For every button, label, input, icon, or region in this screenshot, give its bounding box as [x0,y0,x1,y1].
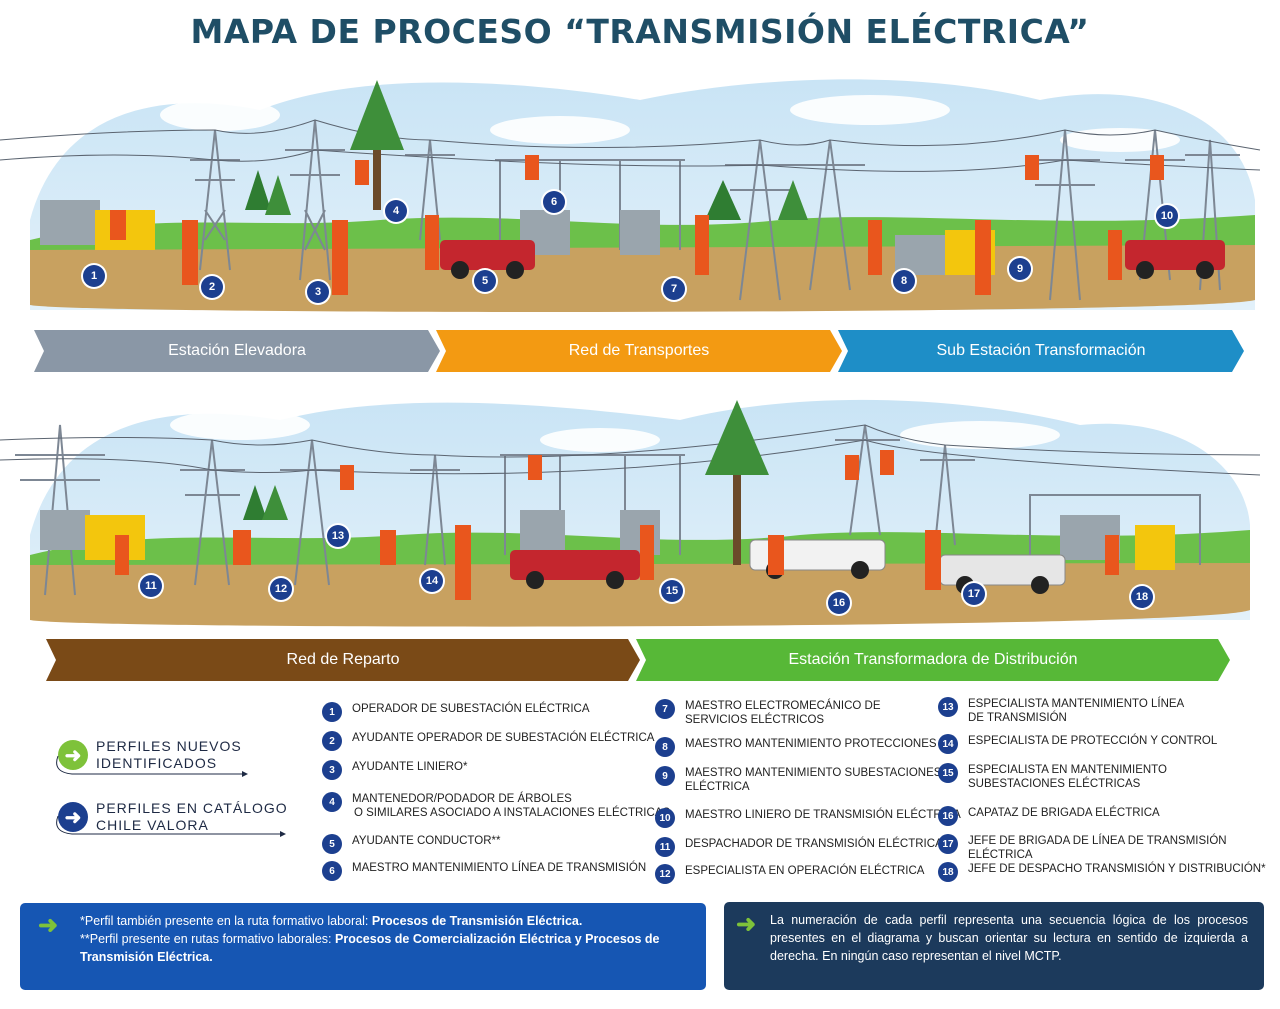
sequence-note-box: ➜ La numeración de cada perfil represent… [724,902,1264,990]
profile-badge: 12 [270,578,292,600]
profile-key-catalog-line1: PERFILES EN CATÁLOGO [96,800,288,816]
profile-badge: 1 [83,265,105,287]
profile-badge: 5 [474,270,496,292]
profile-badge: 4 [385,200,407,222]
profile-key-catalog-line2: CHILE VALORA [96,817,209,833]
top-illustration [0,79,1261,312]
page-title: MAPA DE PROCESO “TRANSMISIÓN ELÉCTRICA” [190,12,1090,51]
profile-key-catalog-underline [56,815,286,837]
profile-badge: 9 [1009,258,1031,280]
profile-badge: 15 [661,580,683,602]
arrow-right-icon: ➜ [736,911,757,938]
profile-badge: 16 [828,592,850,614]
footnote-2-bold: Procesos de Comercialización Eléctrica y… [80,932,660,964]
stage-estacion-elevadora: Estación Elevadora [34,330,440,372]
profile-key-new-line1: PERFILES NUEVOS [96,738,242,754]
profile-badge: 13 [327,525,349,547]
profile-badge: 10 [1156,205,1178,227]
profile-key-catalog: ➜ PERFILES EN CATÁLOGO CHILE VALORA [58,800,288,834]
profile-badge: 11 [140,575,162,597]
arrow-right-icon: ➜ [58,740,88,770]
profile-key-new: ➜ PERFILES NUEVOS IDENTIFICADOS [58,738,242,772]
stage-estacion-transformadora-distribucion: Estación Transformadora de Distribución [636,639,1230,681]
profile-badge: 3 [307,281,329,303]
profile-key-new-underline [56,755,248,777]
profile-badge: 14 [421,570,443,592]
sequence-note-text: La numeración de cada perfil representa … [770,913,1248,963]
profile-badge: 17 [963,583,985,605]
stage-label: Red de Reparto [286,651,400,668]
bottom-illustration [0,399,1261,627]
stage-red-de-reparto: Red de Reparto [46,639,640,681]
stage-sub-estacion-transformacion: Sub Estación Transformación [838,330,1244,372]
footnote-1-bold: Procesos de Transmisión Eléctrica. [371,914,583,928]
profile-key-new-line2: IDENTIFICADOS [96,755,218,771]
profile-badge: 2 [201,276,223,298]
footnote-2-text: **Perfil presente en rutas formativo lab… [80,932,335,946]
arrow-right-icon: ➜ [38,912,59,939]
stage-label: Estación Elevadora [168,342,306,359]
profile-badge: 8 [893,270,915,292]
stage-red-de-transportes: Red de Transportes [436,330,842,372]
profile-badge: 6 [543,191,565,213]
arrow-right-icon: ➜ [58,802,88,832]
stage-label: Estación Transformadora de Distribución [788,651,1078,668]
profile-badge: 7 [663,278,685,300]
stage-label: Red de Transportes [568,342,710,359]
footnote-box: ➜ *Perfil también presente en la ruta fo… [20,903,706,990]
footnote-1-text: *Perfil también presente en la ruta form… [80,914,372,928]
stage-label: Sub Estación Transformación [936,342,1146,359]
profile-badge: 18 [1131,586,1153,608]
